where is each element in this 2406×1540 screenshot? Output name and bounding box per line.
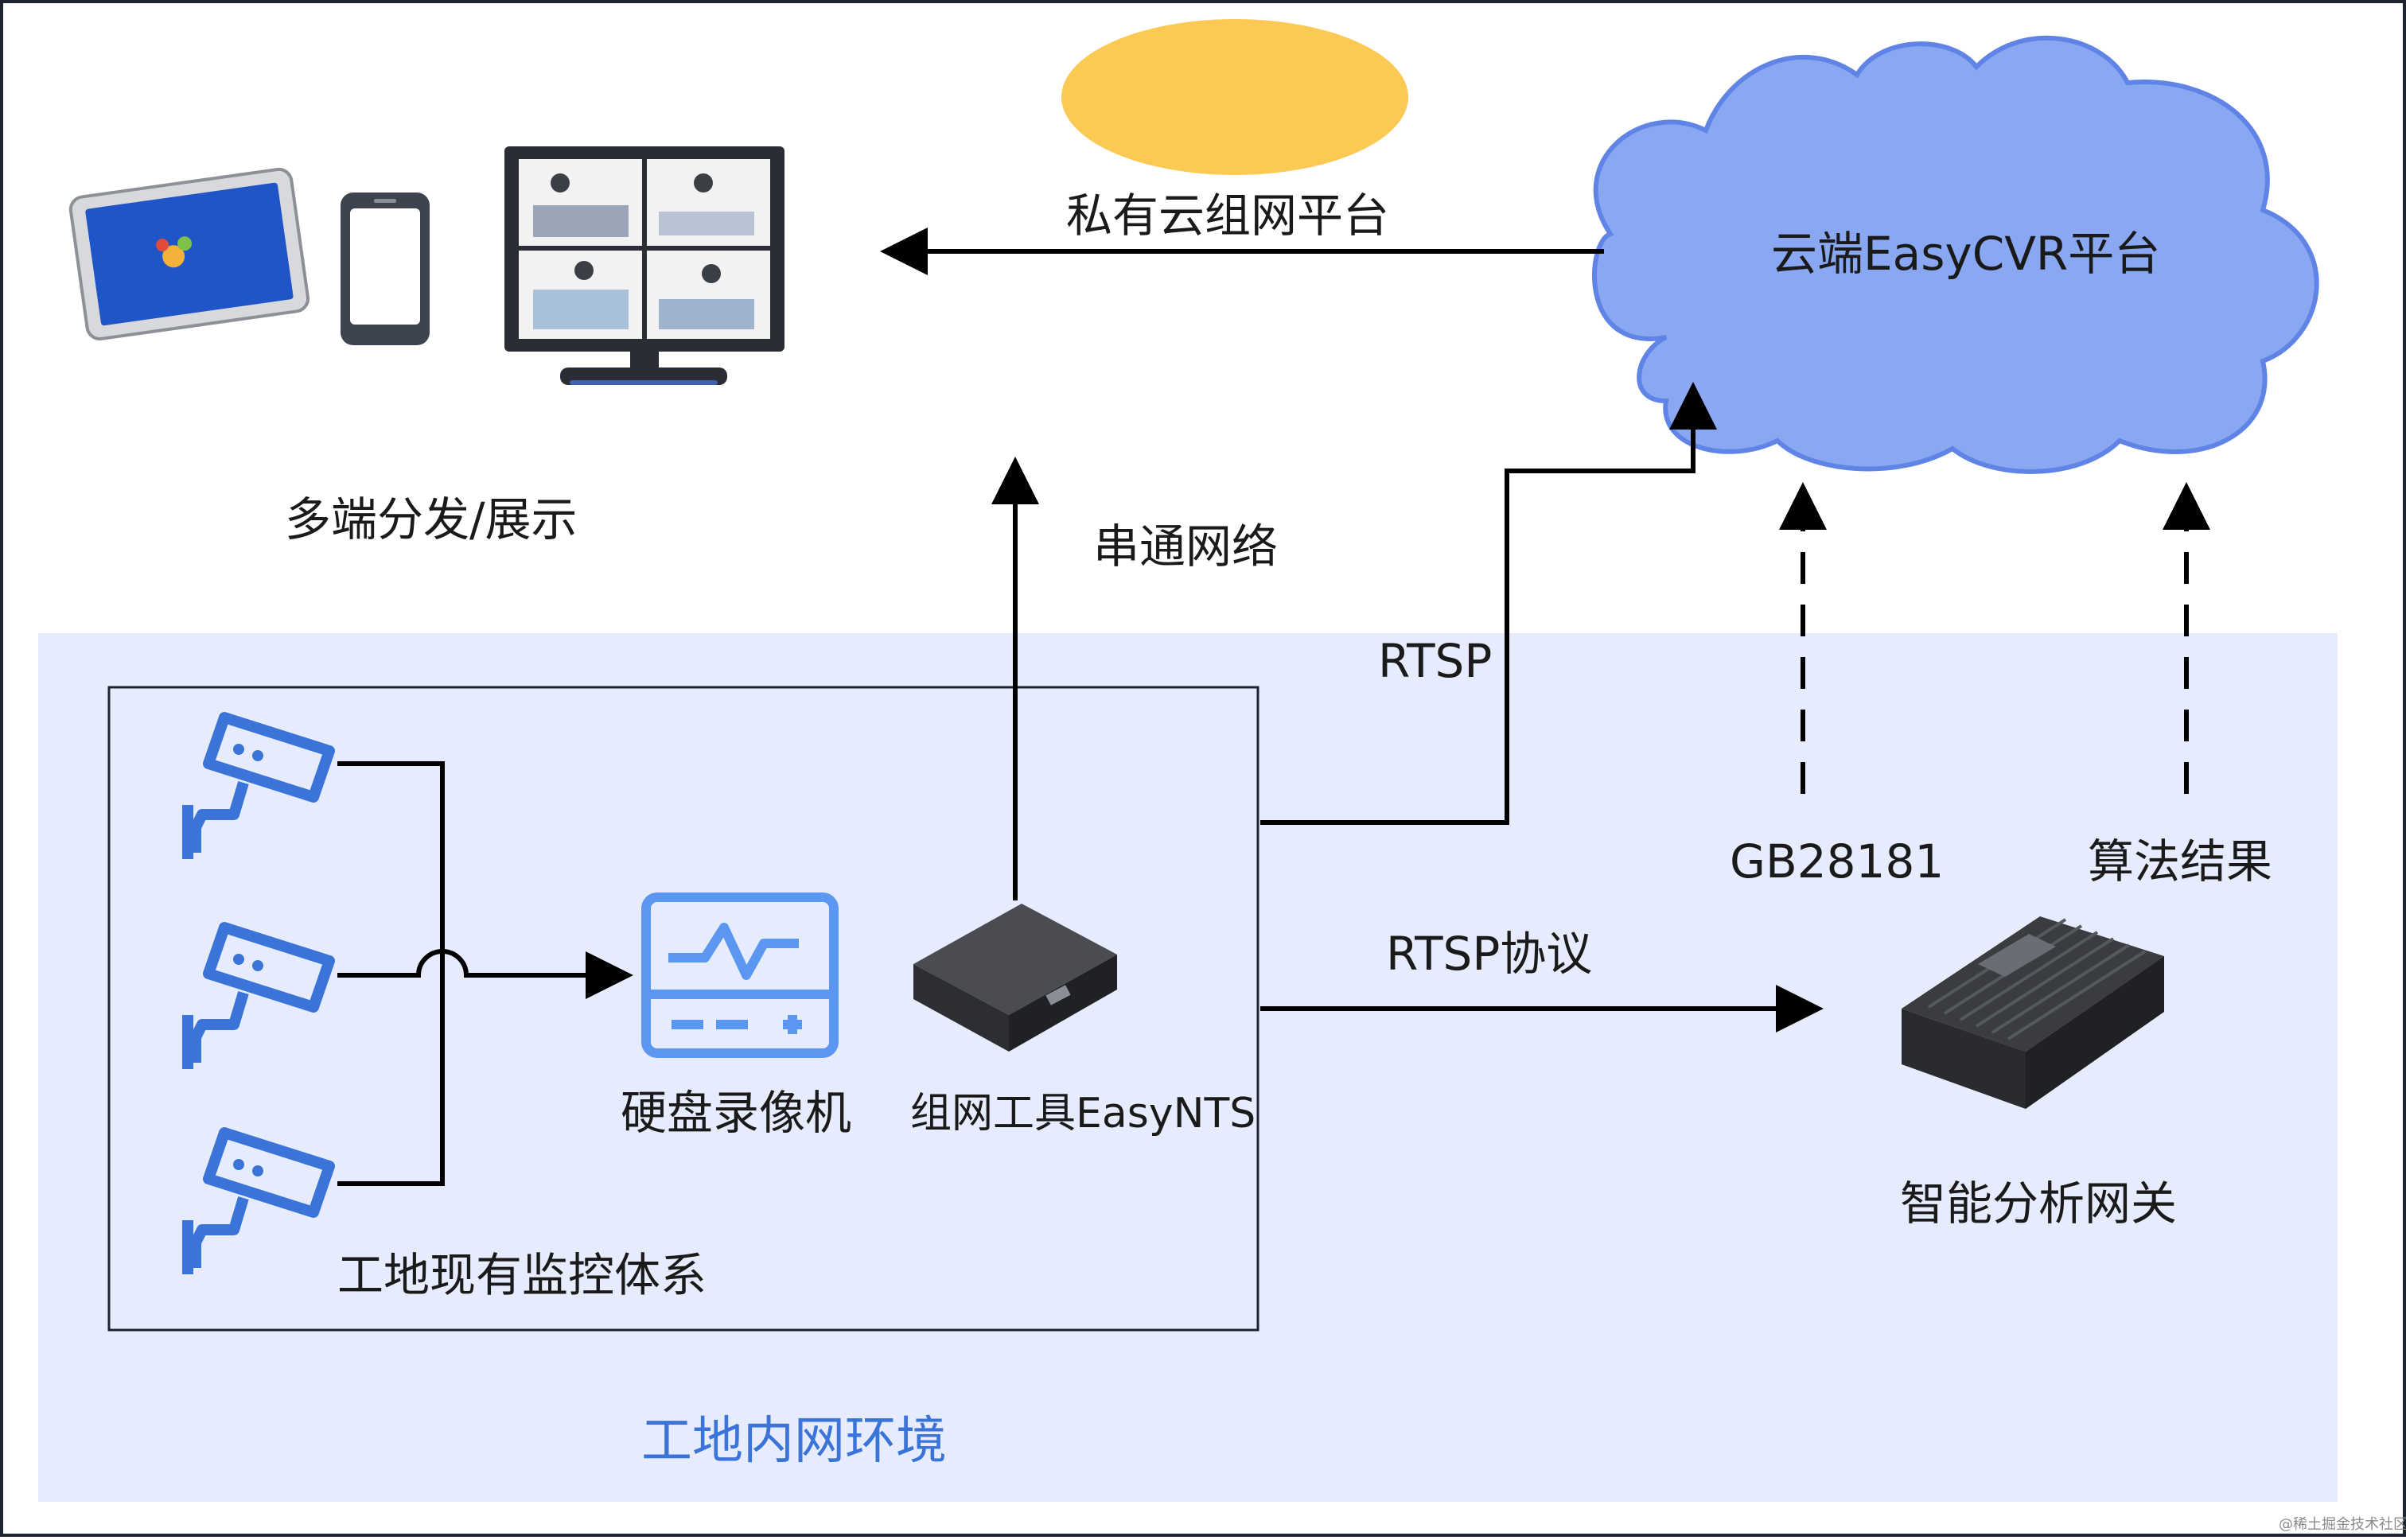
gb28181-label: GB28181 bbox=[1730, 834, 1945, 889]
rtsp-up-label: RTSP bbox=[1378, 634, 1493, 688]
credit-label: @稀土掘金技术社区 bbox=[2279, 1516, 2406, 1533]
cloud-platform-label: 云端EasyCVR平台 bbox=[1771, 227, 2161, 281]
existing-system-label: 工地现有监控体系 bbox=[337, 1248, 707, 1302]
monitor-icon bbox=[504, 146, 784, 385]
algo-result-label: 算法结果 bbox=[2088, 834, 2273, 889]
phone-icon bbox=[341, 192, 430, 345]
nvr-icon bbox=[641, 892, 839, 1058]
easynts-device-icon bbox=[913, 904, 1117, 1052]
camera-icon-2 bbox=[182, 922, 335, 1069]
gateway-device-icon bbox=[1902, 916, 2164, 1109]
tunnel-label: 串通网络 bbox=[1093, 519, 1279, 574]
cloud-shape bbox=[1592, 35, 2319, 474]
diagram-svg bbox=[38, 19, 2338, 1502]
nvr-label: 硬盘录像机 bbox=[621, 1086, 852, 1140]
camera-icon-3 bbox=[182, 1127, 335, 1274]
arrow-rtsp-to-cloud bbox=[1260, 382, 1717, 825]
tablet-icon bbox=[68, 167, 310, 340]
camera-wiring bbox=[337, 761, 633, 1186]
private-cloud-ellipse bbox=[1061, 19, 1408, 175]
easynts-label: 组网工具EasyNTS bbox=[910, 1090, 1256, 1138]
existing-system-box bbox=[107, 686, 1259, 1332]
rtsp-protocol-label: RTSP协议 bbox=[1386, 927, 1593, 981]
intranet-label: 工地内网环境 bbox=[641, 1412, 947, 1471]
private-cloud-label: 私有云组网平台 bbox=[1066, 189, 1390, 243]
camera-icon-1 bbox=[182, 712, 335, 859]
gateway-label: 智能分析网关 bbox=[1900, 1176, 2178, 1231]
multi-display-label: 多端分发/展示 bbox=[285, 492, 578, 546]
